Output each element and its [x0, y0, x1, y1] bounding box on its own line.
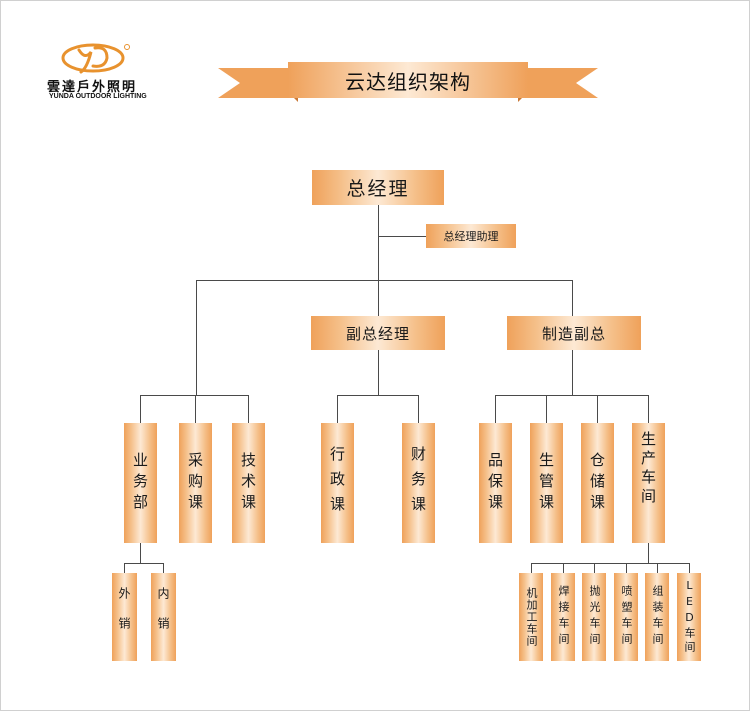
node-label: 焊接车间: [557, 585, 570, 649]
title-banner-ribbon: [218, 62, 598, 102]
node-label: 财务课: [409, 445, 427, 521]
node-deputy-gm: 副总经理: [311, 316, 445, 350]
connector-qa-drop: [495, 395, 496, 423]
connector-right-bus: [495, 395, 649, 396]
connector-warehouse-drop: [597, 395, 598, 423]
node-label: 制造副总: [541, 324, 606, 343]
connector-sales-sub-bus: [124, 563, 164, 564]
connector-mfg: [572, 280, 573, 316]
node-production-mgmt: 生管课: [530, 423, 563, 543]
node-warehouse: 仓储课: [581, 423, 614, 543]
connector-welding-drop: [563, 563, 564, 573]
node-assembly-workshop: 组装车间: [645, 573, 669, 661]
node-tech: 技术课: [232, 423, 265, 543]
node-label: 总经理: [346, 178, 410, 200]
node-purchasing: 采购课: [179, 423, 212, 543]
node-label: 仓储课: [588, 451, 606, 515]
node-label: 业务部: [131, 451, 149, 515]
connector-sales-group: [196, 280, 197, 395]
connector-export-drop: [124, 563, 125, 573]
node-production-workshop: 生产车间: [632, 423, 665, 543]
logo-english: YUNDA OUTDOOR LIGHTING: [49, 93, 147, 100]
connector-workshop-sub-bus: [531, 563, 689, 564]
node-label: 技术课: [239, 451, 257, 515]
node-label: 副总经理: [345, 324, 410, 343]
node-gm-assistant: 总经理助理: [426, 224, 516, 248]
node-label: 品保课: [486, 451, 504, 515]
connector-tech-drop: [248, 395, 249, 423]
connector-left-bus: [140, 395, 249, 396]
connector-top-bus: [196, 280, 572, 281]
connector-gm-trunk: [378, 205, 379, 280]
node-welding-workshop: 焊接车间: [551, 573, 575, 661]
node-label: 行政课: [328, 445, 346, 521]
connector-led-drop: [689, 563, 690, 573]
connector-painting-drop: [626, 563, 627, 573]
node-label: 组装车间: [651, 585, 664, 649]
connector-machining-drop: [531, 563, 532, 573]
node-label: 生管课: [537, 451, 555, 515]
connector-mid-bus: [337, 395, 419, 396]
connector-finance-drop: [418, 395, 419, 423]
connector-purchasing-drop: [195, 395, 196, 423]
node-polishing-workshop: 抛光车间: [582, 573, 606, 661]
node-label: 总经理助理: [443, 230, 499, 243]
node-label: 内销: [156, 587, 170, 647]
node-general-manager: 总经理: [312, 170, 444, 205]
node-sales-dept: 业务部: [124, 423, 157, 543]
logo-chinese: 雲達戶外照明: [47, 80, 138, 95]
connector-gm-assistant: [378, 236, 426, 237]
node-qa: 品保课: [479, 423, 512, 543]
node-painting-workshop: 喷塑车间: [614, 573, 638, 661]
connector-domestic-drop: [163, 563, 164, 573]
node-label: 外销: [117, 587, 131, 647]
node-mfg-deputy: 制造副总: [507, 316, 641, 350]
connector-prodmgmt-drop: [546, 395, 547, 423]
node-label: 抛光车间: [588, 585, 601, 649]
yd-script-logo-icon: [61, 43, 130, 74]
chart-title: 云达组织架构: [345, 69, 471, 94]
connector-workshop-down: [648, 543, 649, 563]
node-label: LED车间: [683, 579, 696, 655]
node-domestic-sales: 内销: [151, 573, 176, 661]
connector-sales-drop: [140, 395, 141, 423]
connector-mfg-down: [572, 350, 573, 395]
node-admin: 行政课: [321, 423, 354, 543]
node-label: 生产车间: [639, 431, 657, 507]
node-finance: 财务课: [402, 423, 435, 543]
company-logo: 雲達戶外照明 YUNDA OUTDOOR LIGHTING: [45, 38, 155, 103]
connector-polishing-drop: [594, 563, 595, 573]
connector-assembly-drop: [657, 563, 658, 573]
connector-workshop-drop: [648, 395, 649, 423]
connector-deputy: [378, 280, 379, 316]
node-label: 采购课: [186, 451, 204, 515]
node-label: 机加工车间: [525, 587, 538, 647]
connector-deputy-down: [378, 350, 379, 395]
node-machining-workshop: 机加工车间: [519, 573, 543, 661]
node-export-sales: 外销: [112, 573, 137, 661]
node-led-workshop: LED车间: [677, 573, 701, 661]
connector-sales-down: [140, 543, 141, 563]
connector-admin-drop: [337, 395, 338, 423]
node-label: 喷塑车间: [620, 585, 633, 649]
